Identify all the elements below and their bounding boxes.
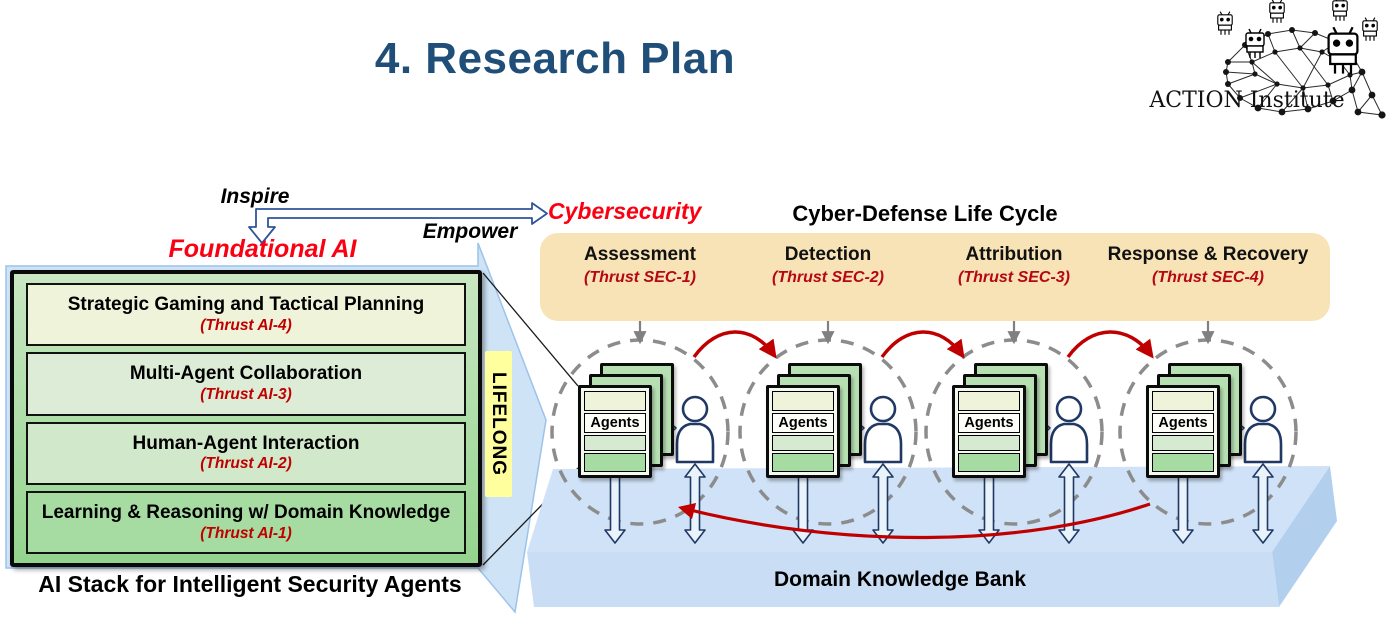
phase-name: Detection (784, 244, 872, 265)
agent-card-stack-4: Agents (1146, 363, 1244, 481)
projection-line-top (482, 272, 579, 387)
row-title: Multi-Agent Collaboration (129, 363, 363, 385)
phase-thrust: (Thrust SEC-1) (584, 268, 696, 286)
robot-icon (1245, 28, 1265, 58)
lifelong-banner: LIFELONG (485, 351, 512, 497)
phase-response-recovery: Response & Recovery (Thrust SEC-4) (1093, 243, 1323, 289)
person-icons (675, 395, 1283, 464)
robot-icon (1269, 0, 1285, 23)
robot-icon (1327, 26, 1359, 74)
phase-detection: Detection (Thrust SEC-2) (713, 243, 943, 289)
phase-attribution: Attribution (Thrust SEC-3) (899, 243, 1129, 289)
phase-thrust: (Thrust SEC-4) (1152, 268, 1264, 286)
phase-name: Assessment (584, 244, 696, 265)
logo-text: ACTION Institute (1149, 88, 1345, 113)
stack-row-learning-reasoning: Learning & Reasoning w/ Domain Knowledge… (26, 490, 466, 554)
stack-row-human-agent: Human-Agent Interaction (Thrust AI-2) (26, 421, 466, 485)
feedback-arrow (677, 502, 1151, 540)
page-title: 4. Research Plan (374, 34, 736, 83)
inspire-label: Inspire (220, 185, 290, 208)
phase-thrust: (Thrust SEC-3) (958, 268, 1070, 286)
agents-label: Agents (1152, 412, 1214, 433)
phase-transition-arrow-1 (692, 330, 777, 359)
phase-transition-arrow-3 (1066, 330, 1154, 359)
row-thrust: (Thrust AI-2) (200, 455, 292, 473)
row-thrust: (Thrust AI-4) (200, 316, 292, 334)
inspire-empower-arrow (248, 202, 548, 244)
person-icon-3 (1049, 395, 1089, 464)
robot-icon (1362, 17, 1378, 41)
agent-card-front: Agents (1146, 385, 1220, 478)
person-icon-1 (675, 395, 715, 464)
agent-card-front: Agents (952, 385, 1026, 478)
lifecycle-title: Cyber-Defense Life Cycle (792, 201, 1058, 226)
agent-card-stack-1: Agents (578, 363, 676, 481)
robot-icons (1217, 0, 1378, 74)
ai-stack: Strategic Gaming and Tactical Planning (… (10, 270, 482, 567)
robot-icon (1217, 11, 1233, 35)
action-institute-logo (1217, 0, 1386, 119)
phase-assessment: Assessment (Thrust SEC-1) (525, 243, 755, 289)
row-title: Strategic Gaming and Tactical Planning (67, 294, 425, 316)
person-icon-2 (863, 395, 903, 464)
knowledge-bank-platform (527, 466, 1337, 607)
row-title: Human-Agent Interaction (132, 432, 360, 454)
agents-label: Agents (958, 412, 1020, 433)
agent-card-front: Agents (766, 385, 840, 478)
knowledge-bank-label: Domain Knowledge Bank (773, 568, 1027, 591)
agents-label: Agents (584, 412, 646, 433)
agent-card-stack-3: Agents (952, 363, 1050, 481)
phase-name: Response & Recovery (1107, 244, 1309, 265)
phase-thrust: (Thrust SEC-2) (772, 268, 884, 286)
stack-caption: AI Stack for Intelligent Security Agents (38, 571, 462, 597)
stack-row-strategic-gaming: Strategic Gaming and Tactical Planning (… (26, 283, 466, 347)
empower-label: Empower (422, 220, 518, 243)
person-icon-4 (1243, 395, 1283, 464)
row-title: Learning & Reasoning w/ Domain Knowledge (41, 501, 451, 523)
row-thrust: (Thrust AI-1) (200, 524, 292, 542)
agents-label: Agents (772, 412, 834, 433)
lifecycle-band (540, 233, 1330, 321)
foundational-ai-label: Foundational AI (168, 235, 357, 263)
cybersecurity-label: Cybersecurity (548, 198, 702, 224)
phase-transition-arrow-2 (880, 330, 965, 359)
row-thrust: (Thrust AI-3) (200, 386, 292, 404)
robot-icon (1332, 0, 1348, 21)
phase-name: Attribution (965, 244, 1063, 265)
agent-card-front: Agents (578, 385, 652, 478)
stack-row-multi-agent: Multi-Agent Collaboration (Thrust AI-3) (26, 352, 466, 416)
agent-card-stack-2: Agents (766, 363, 864, 481)
